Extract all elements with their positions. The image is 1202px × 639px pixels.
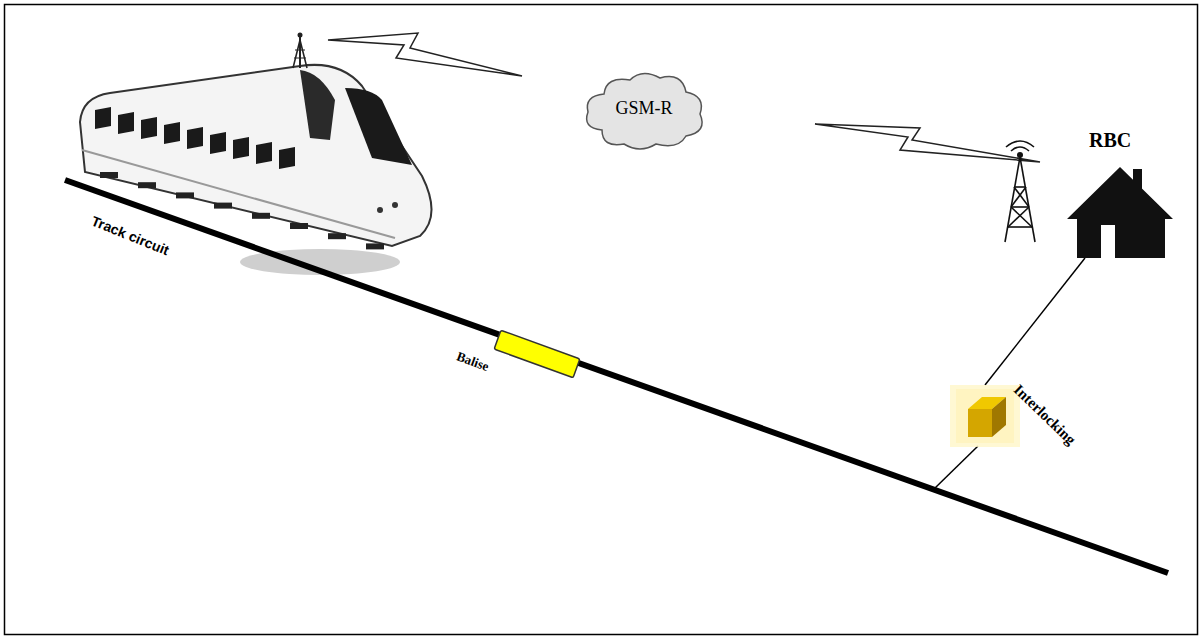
radio-bolt xyxy=(328,33,522,76)
train xyxy=(80,33,432,250)
track-label: Track circuit xyxy=(89,213,171,259)
radio-bolt xyxy=(815,124,1040,162)
frame xyxy=(5,5,1198,635)
interlocking-node: Interlocking xyxy=(950,385,1020,447)
node-label: Interlocking xyxy=(1010,381,1079,448)
node-shape xyxy=(995,127,1180,258)
track xyxy=(65,180,1168,573)
node-label: GSM-R xyxy=(580,98,708,119)
rbc-node: RBC xyxy=(995,127,1180,258)
track-connection xyxy=(935,446,978,488)
connector-line xyxy=(985,258,1085,385)
node-shape xyxy=(950,385,1020,447)
node-label: Balise xyxy=(454,348,491,374)
cloud-node: GSM-R xyxy=(580,68,708,154)
balise-node: Balise xyxy=(455,332,585,390)
node-label: RBC xyxy=(1089,129,1131,152)
